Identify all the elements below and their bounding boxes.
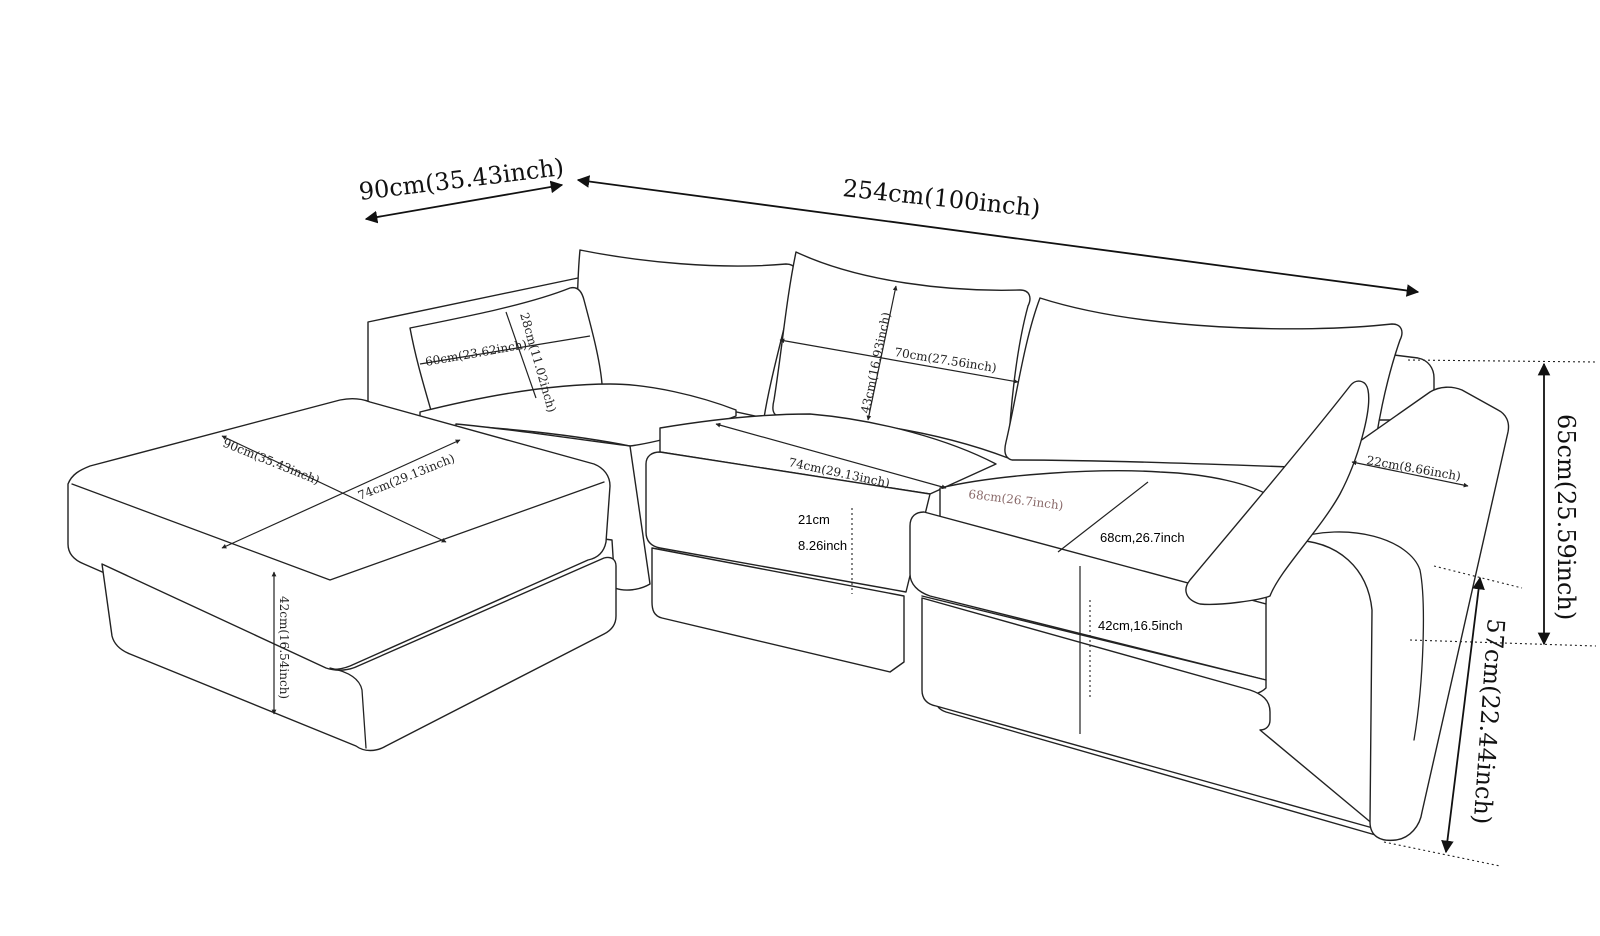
height-top-guide [1407, 359, 1597, 363]
right-arm-inner [1289, 531, 1425, 741]
middle-seat-cushion-inch: 8.26inch [798, 538, 847, 553]
overall-length-arrow [576, 175, 1420, 297]
ottoman-base [101, 556, 617, 752]
right-seat-cushion [939, 470, 1271, 605]
right-seat-depth-line [1057, 481, 1149, 553]
right-base-block [921, 597, 1381, 831]
arm-height-label: 57cm(22.44inch) [1468, 618, 1510, 826]
overall-depth-label: 90cm(35.43inch) [357, 153, 565, 206]
arm-height-arrow [1441, 576, 1485, 854]
arm-width-line [1351, 460, 1469, 488]
right-throw-pillow [1185, 380, 1370, 606]
middle-seat-depth-line [715, 422, 947, 490]
small-pillow-width-line [419, 335, 591, 365]
overall-height-label: 65cm(25.59inch) [1552, 414, 1580, 620]
overall-depth-arrow [364, 180, 564, 224]
right-seat-depth-label: 68cm,26.7inch [1100, 530, 1185, 545]
right-seat-front-top [909, 511, 1267, 681]
ottoman-height-label: 42cm(16.54inch) [277, 596, 291, 699]
dimension-lines [221, 175, 1597, 867]
ottoman-top-edge [71, 481, 605, 581]
right-seat-height-label: 42cm,16.5inch [1098, 618, 1183, 633]
corner-seat-cushion [419, 383, 737, 447]
sofa-drawing [67, 249, 1510, 842]
arm-bottom-guide [1383, 841, 1501, 867]
middle-seat-cushion-cm: 21cm [798, 512, 830, 527]
ottoman-depth-line [221, 439, 461, 549]
back-pillow-width-line [779, 338, 1019, 384]
height-bottom-guide [1409, 639, 1597, 647]
back-pillow-height-line [866, 285, 898, 421]
ottoman-base-edge [329, 667, 367, 749]
small-pillow-height-line [505, 311, 537, 399]
overall-length-label: 254cm(100inch) [841, 174, 1041, 223]
middle-seat-base [651, 547, 905, 673]
